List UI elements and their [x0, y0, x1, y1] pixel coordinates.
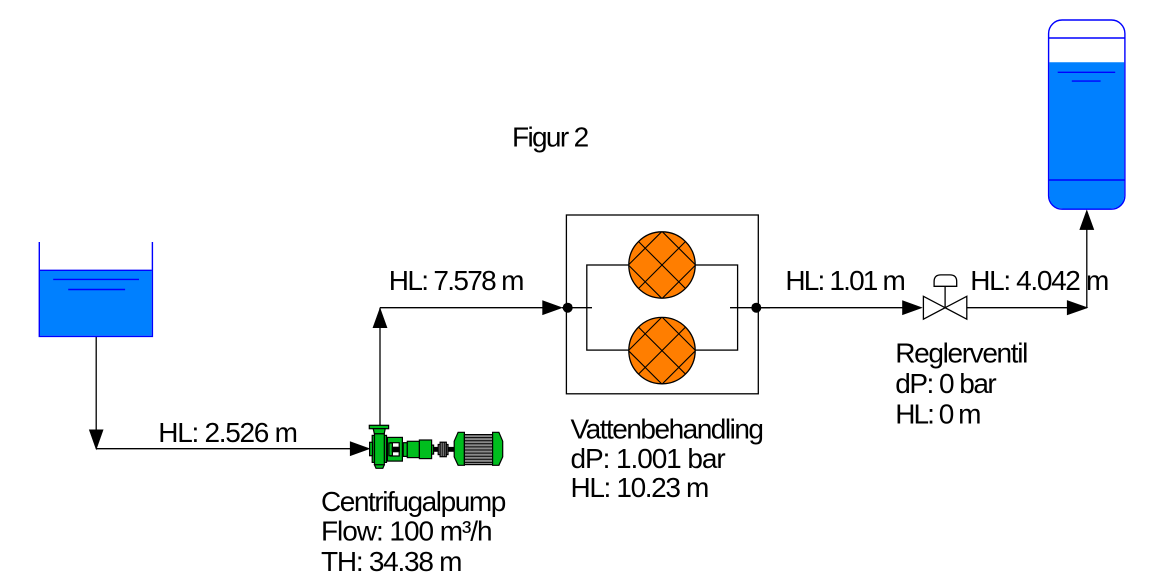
svg-text:TH: 34.38 m: TH: 34.38 m	[321, 546, 463, 577]
svg-text:Figur 2: Figur 2	[512, 122, 589, 153]
svg-text:dP: 0 bar: dP: 0 bar	[895, 368, 996, 399]
svg-text:HL: 7.578 m: HL: 7.578 m	[389, 265, 525, 296]
svg-text:dP: 1.001 bar: dP: 1.001 bar	[571, 443, 726, 474]
svg-text:HL: 4.042 m: HL: 4.042 m	[970, 265, 1109, 296]
svg-text:HL: 10.23 m: HL: 10.23 m	[571, 472, 710, 503]
svg-text:HL: 1.01 m: HL: 1.01 m	[785, 265, 905, 296]
svg-text:Flow: 100 m³/h: Flow: 100 m³/h	[321, 516, 493, 547]
svg-text:Centrifugalpump: Centrifugalpump	[321, 486, 506, 517]
svg-text:Vattenbehandling: Vattenbehandling	[571, 414, 765, 445]
svg-text:HL: 2.526 m: HL: 2.526 m	[158, 417, 298, 448]
svg-text:Reglerventil: Reglerventil	[895, 338, 1028, 369]
svg-text:HL: 0 m: HL: 0 m	[895, 399, 981, 430]
